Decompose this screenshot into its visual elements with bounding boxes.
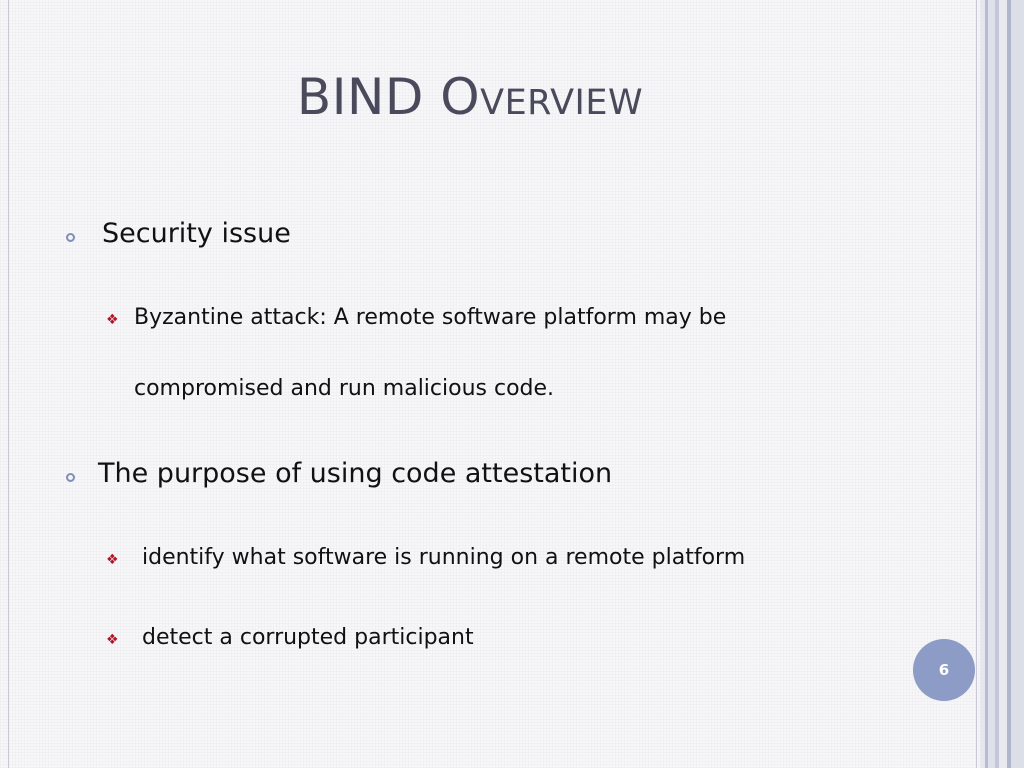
bullet-1-sub-1-line-2: compromised and run malicious code. xyxy=(134,376,555,401)
frame-line-left xyxy=(8,0,9,768)
bullet-2-text: The purpose of using code attestation xyxy=(98,458,613,489)
slide-title: BIND Overview xyxy=(296,68,644,126)
page-number-badge: 6 xyxy=(913,639,975,701)
decorative-band-right xyxy=(980,0,1024,768)
ring-bullet-icon xyxy=(66,233,75,242)
bullet-1-text: Security issue xyxy=(102,218,291,249)
diamond-bullet-icon: ❖ xyxy=(106,312,119,328)
ring-bullet-icon xyxy=(66,473,75,482)
frame-line-right xyxy=(976,0,977,768)
bullet-2-sub-2-text: detect a corrupted participant xyxy=(142,625,474,650)
diamond-bullet-icon: ❖ xyxy=(106,552,119,568)
bullet-2-sub-1-text: identify what software is running on a r… xyxy=(142,545,746,570)
bullet-1-sub-1-line-1: Byzantine attack: A remote software plat… xyxy=(134,305,727,330)
diamond-bullet-icon: ❖ xyxy=(106,632,119,648)
